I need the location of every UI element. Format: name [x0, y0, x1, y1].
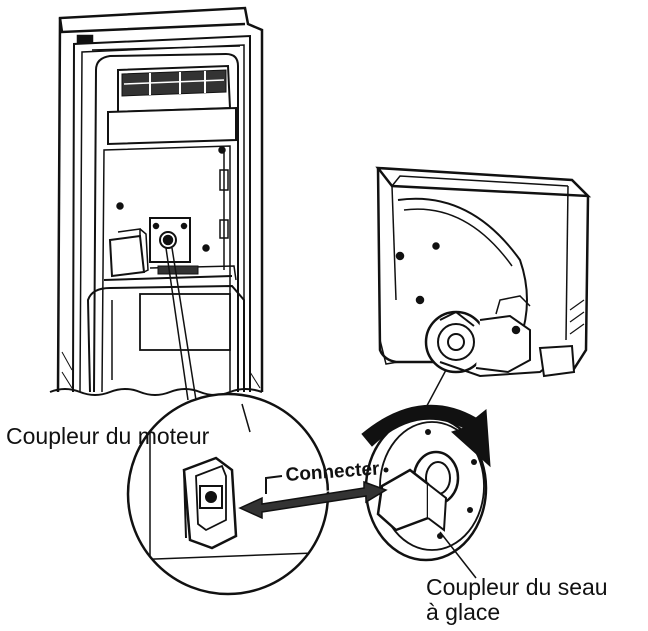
bucket-coupler-label-line2: à glace	[426, 599, 500, 625]
rotation-arrow-icon	[361, 404, 491, 468]
refrigerator-door	[49, 6, 264, 396]
ice-bucket	[375, 166, 592, 378]
motor-label-leader	[241, 403, 251, 433]
bucket-coupler-small	[424, 295, 531, 374]
bucket-coupler-zoom	[364, 414, 488, 562]
bucket-label-leader	[439, 531, 477, 579]
motor-coupler-zoom	[126, 392, 330, 596]
motor-housing	[108, 217, 191, 278]
motor-leader-lines	[165, 247, 197, 401]
connect-arrow-icon	[238, 475, 388, 520]
bucket-coupler-label-line1: Coupleur du seau	[426, 574, 608, 600]
vent-grille	[107, 64, 237, 146]
motor-coupler-label: Coupleur du moteur	[6, 423, 210, 449]
